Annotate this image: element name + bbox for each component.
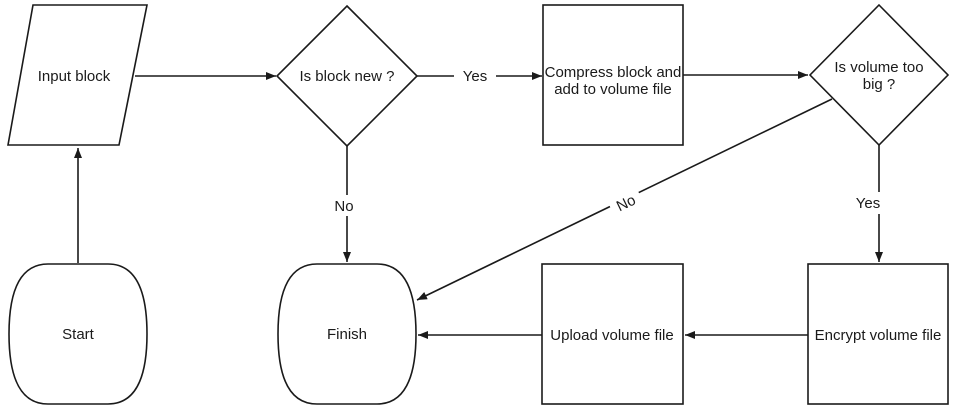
compress-block-label-line1: Compress block and [545,64,682,81]
encrypt-volume-label: Encrypt volume file [815,327,942,344]
node-labels: Input block Is block new ? Compress bloc… [38,59,942,344]
finish-label: Finish [327,326,367,343]
is-block-new-label: Is block new ? [299,68,394,85]
edge-label-bg [850,192,887,214]
nodes [7,3,950,405]
is-volume-too-big-label-line1: Is volume too [834,59,923,76]
finish-terminal-node [277,263,417,405]
is-block-new-decision-node [275,4,419,148]
encrypt-volume-node [807,263,949,405]
edge-label-text: No [334,198,353,215]
start-terminal-node [8,263,148,405]
input-block-node [7,4,148,146]
is-volume-too-big-decision-node [808,3,950,147]
start-label: Start [62,326,95,343]
edge-label-bg [330,195,358,216]
edge-label-bg [454,66,496,86]
edge-label-text: No [614,192,639,216]
edge-label-is-volume-too-big-no: No [606,186,645,219]
edge-label-is-volume-too-big-yes: Yes [850,192,887,214]
input-block-label: Input block [38,68,111,85]
upload-volume-label: Upload volume file [550,327,673,344]
compress-block-node [542,4,684,146]
edge-label-is-block-new-yes: Yes [454,66,496,86]
edge-label-is-block-new-no: No [330,195,358,216]
is-volume-too-big-label-line2: big ? [863,76,896,93]
edge-labels: Yes No Yes No [330,66,887,219]
compress-block-label-line2: add to volume file [554,81,672,98]
edges [74,71,883,339]
upload-volume-node [541,263,684,405]
edge-label-text: Yes [856,195,880,212]
edge-label-bg [606,186,645,219]
edge-label-text: Yes [463,68,487,85]
